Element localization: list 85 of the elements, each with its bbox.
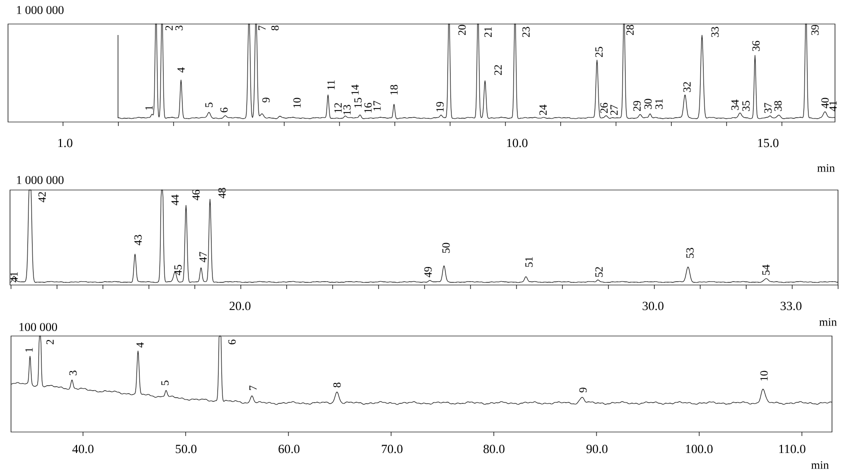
tick-label: 80.0 <box>484 444 504 454</box>
peak-number: 29 <box>633 100 641 111</box>
peak-number: 2 <box>46 340 54 344</box>
peak-number: 4 <box>177 67 185 73</box>
peak-number: 28 <box>626 24 634 35</box>
peak-number: 51 <box>525 257 533 267</box>
peak-number: 50 <box>442 242 450 253</box>
axis-unit: min <box>819 318 837 326</box>
tick-label: 90.0 <box>586 444 608 454</box>
peak-number: 13 <box>343 104 351 115</box>
peak-number: 22 <box>494 65 502 75</box>
tick-label: 110.0 <box>779 444 806 454</box>
tick-label: 33.0 <box>780 302 802 310</box>
peak-number: 48 <box>218 188 226 198</box>
peak-number: 43 <box>134 234 142 246</box>
tick-label: 50.0 <box>176 444 196 454</box>
peak-number: 1 <box>145 106 153 110</box>
peak-number: 47 <box>199 252 207 262</box>
peak-number: 42 <box>38 192 46 202</box>
peak-number: 45 <box>174 264 182 276</box>
peak-number: 8 <box>333 382 341 388</box>
peak-number: 1 <box>25 348 33 352</box>
peak-number: 37 <box>764 102 772 113</box>
peak-number: 41 <box>829 101 837 112</box>
peak-number: 18 <box>390 84 398 95</box>
peak-number: 52 <box>595 267 603 277</box>
peak-number: 14 <box>351 84 359 95</box>
tick-label: 1.0 <box>58 138 72 148</box>
peak-number: 3 <box>175 26 183 30</box>
peak-number: 10 <box>760 370 768 381</box>
peak-number: 19 <box>436 102 444 112</box>
peak-number: 36 <box>752 40 760 51</box>
peak-number: 7 <box>258 26 266 30</box>
peak-number: 6 <box>220 108 228 112</box>
peak-number: 39 <box>811 24 819 35</box>
axis-unit: min <box>811 461 829 469</box>
tick-label: 15.0 <box>758 138 778 148</box>
peak-number: 8 <box>271 26 279 30</box>
tick-label: 70.0 <box>382 444 402 454</box>
tick-label: 10.0 <box>507 138 528 148</box>
peak-number: 49 <box>424 266 432 278</box>
peak-number: 7 <box>249 386 257 390</box>
tick-label: 60.0 <box>278 444 300 454</box>
peak-number: 38 <box>774 100 782 111</box>
peak-number: 12 <box>334 103 342 113</box>
tick-label: 100.0 <box>686 444 713 454</box>
peak-number: 15 <box>354 98 362 108</box>
peak-number: 11 <box>327 80 335 90</box>
peak-number: 26 <box>600 102 608 113</box>
peak-number: 23 <box>522 26 530 37</box>
axis-unit: min <box>817 164 835 172</box>
peak-number: 41 <box>10 272 18 282</box>
peak-number: 32 <box>683 82 691 92</box>
peak-number: 2 <box>165 26 173 30</box>
peak-number: 6 <box>228 340 236 344</box>
tick-label: 20.0 <box>230 302 250 310</box>
peak-number: 33 <box>711 26 719 37</box>
tick-label: 40.0 <box>72 444 94 454</box>
peak-number: 9 <box>262 98 270 102</box>
peak-number: 25 <box>595 46 603 57</box>
peak-number: 31 <box>655 99 663 109</box>
peak-number: 10 <box>293 98 301 108</box>
peak-number: 46 <box>192 190 200 200</box>
peak-number: 27 <box>610 104 618 115</box>
peak-number: 53 <box>686 248 694 258</box>
peak-number: 34 <box>731 100 739 110</box>
peak-number: 30 <box>644 98 652 109</box>
peak-number: 5 <box>205 102 213 108</box>
peak-number: 20 <box>458 24 466 35</box>
peak-number: 3 <box>69 370 77 376</box>
peak-number: 4 <box>136 342 144 348</box>
tick-label: 30.0 <box>642 302 664 310</box>
peak-number: 9 <box>579 388 587 392</box>
scale-label: 1 000 000 <box>17 176 64 184</box>
peak-number: 5 <box>161 380 169 386</box>
peak-number: 44 <box>171 194 179 206</box>
peak-number: 17 <box>373 100 381 111</box>
scale-label: 1 000 000 <box>17 6 64 14</box>
scale-label: 100 000 <box>20 322 58 332</box>
peak-number: 21 <box>484 27 492 37</box>
peak-number: 16 <box>364 102 372 113</box>
peak-number: 40 <box>821 98 829 108</box>
peak-number: 54 <box>762 264 770 275</box>
peak-number: 24 <box>539 104 547 115</box>
peak-number: 35 <box>742 100 750 111</box>
